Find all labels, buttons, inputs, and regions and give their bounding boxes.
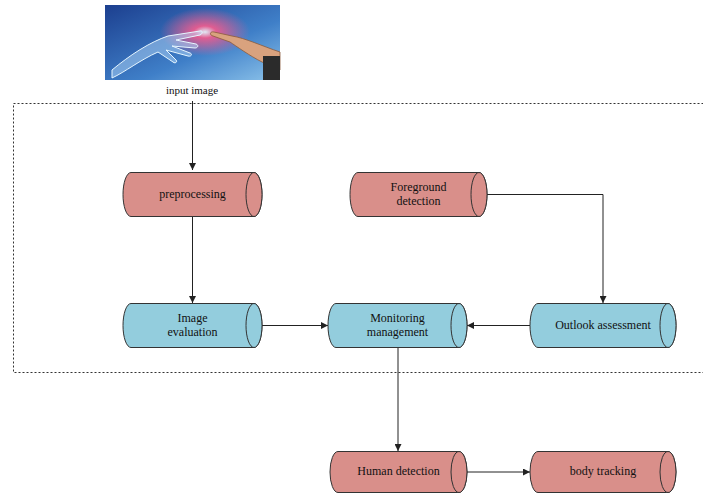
cylinder-box: Monitoring management bbox=[328, 303, 467, 348]
image-caption: input image bbox=[166, 84, 218, 96]
input-arrow bbox=[192, 101, 193, 170]
cylinder-box: preprocessing bbox=[123, 172, 262, 217]
flow-arrow bbox=[467, 472, 530, 473]
flow-arrow bbox=[262, 325, 328, 326]
system-boundary bbox=[14, 104, 703, 373]
node-text: Human detection bbox=[357, 465, 439, 479]
cylinder-box: Human detection bbox=[330, 451, 467, 493]
cylinder-box: Outlook assessment bbox=[530, 303, 676, 348]
node-text: Monitoring management bbox=[358, 312, 438, 340]
flow-arrow bbox=[398, 348, 399, 451]
node-text: Outlook assessment bbox=[555, 319, 651, 333]
node-text: body tracking bbox=[570, 465, 636, 479]
cylinder-box: body tracking bbox=[530, 451, 676, 493]
cylinder-box: Foreground detection bbox=[350, 172, 487, 217]
flow-arrow bbox=[467, 325, 530, 326]
node-text: preprocessing bbox=[159, 188, 226, 202]
input-photo bbox=[105, 5, 280, 80]
node-text: Image evaluation bbox=[158, 312, 228, 340]
node-text: Foreground detection bbox=[379, 181, 459, 209]
cylinder-box: Image evaluation bbox=[123, 303, 262, 348]
flow-arrow bbox=[487, 195, 603, 304]
flow-arrow bbox=[192, 217, 193, 303]
